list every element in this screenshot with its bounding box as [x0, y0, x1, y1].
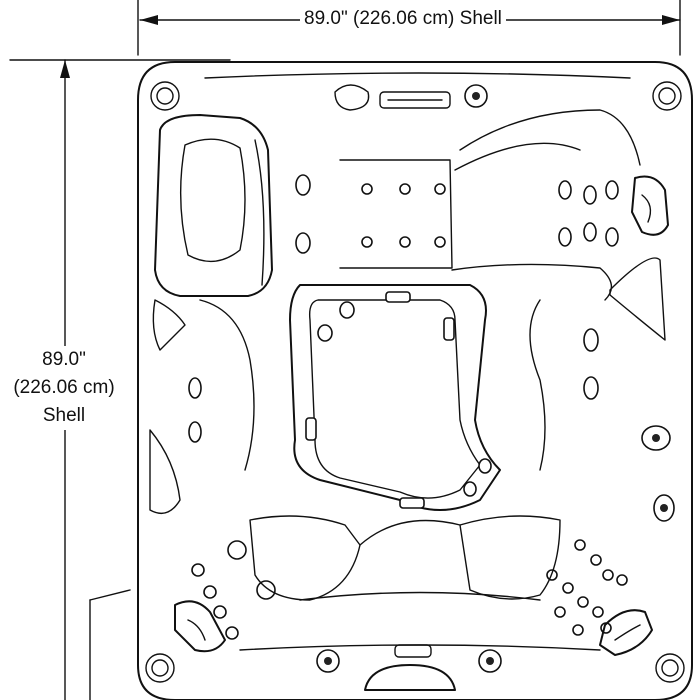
- headrest-bottom-right: [599, 609, 653, 656]
- lounge-pillow: [154, 114, 273, 297]
- jet-group-right-wall: [583, 328, 599, 400]
- cup-holder-bottom-right: [655, 653, 685, 683]
- jet-group-left-wall: [188, 174, 311, 443]
- jet-group-bottom-left-seat: [191, 540, 276, 640]
- jet-group-bottom-right-seat: [546, 539, 628, 636]
- headrest-top-right: [631, 175, 669, 236]
- footwell-outline: [289, 284, 501, 511]
- bottom-valve-left: [316, 649, 340, 673]
- top-skimmer: [334, 84, 370, 111]
- jet-group-top-center: [361, 183, 446, 248]
- height-dimension-line-2: (226.06 cm): [13, 377, 115, 398]
- jet-group-top-right-seat: [558, 180, 619, 247]
- headrest-bottom-left: [174, 600, 226, 653]
- jet-group-footwell: [305, 291, 492, 509]
- bottom-valve-right: [478, 649, 502, 673]
- height-dimension-label: 89.0" (226.06 cm) Shell: [4, 346, 124, 430]
- cup-holder-top-left: [150, 81, 180, 111]
- right-valve-lower: [653, 494, 675, 522]
- right-valve-upper: [641, 425, 671, 451]
- top-control-panel: [379, 91, 451, 109]
- shell-outline: [137, 61, 693, 700]
- top-valve: [464, 84, 488, 108]
- bottom-skimmer: [364, 644, 456, 691]
- cup-holder-top-right: [652, 81, 682, 111]
- width-dimension-label: 89.0" (226.06 cm) Shell: [300, 9, 506, 28]
- height-dimension-line-1: 89.0": [42, 349, 86, 370]
- cup-holder-bottom-left: [145, 653, 175, 683]
- height-dimension-line-3: Shell: [42, 405, 86, 426]
